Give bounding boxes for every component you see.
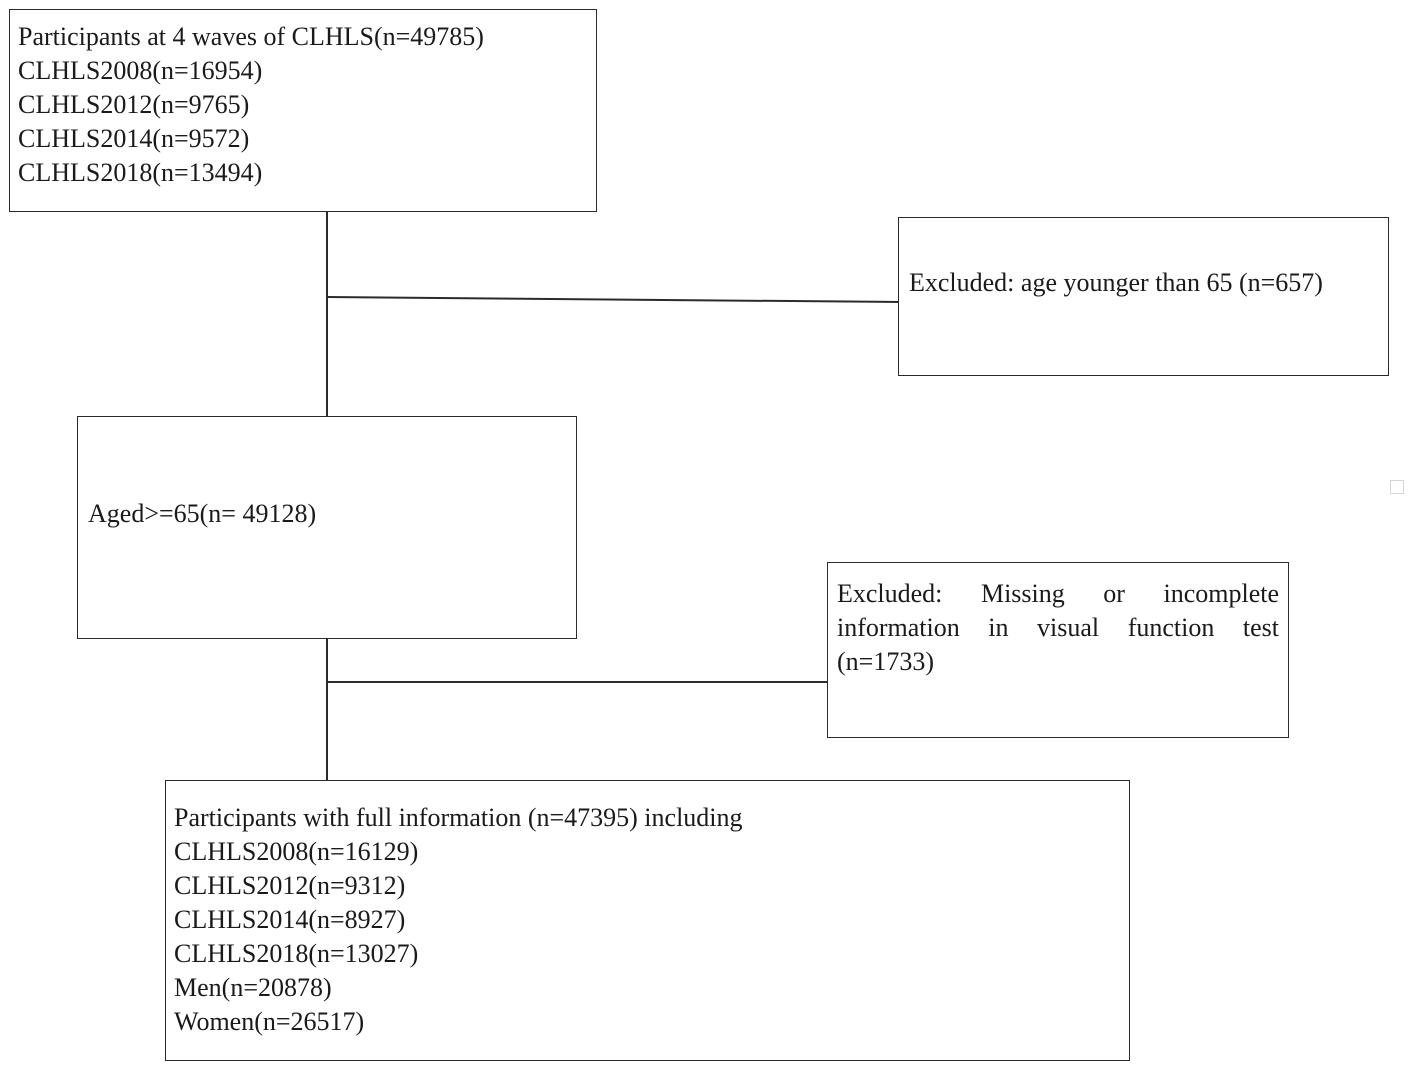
final-box-wave-2018: CLHLS2018(n=13027) [174, 939, 419, 968]
exclusion-age-box: Excluded: age younger than 65 (n=657) [898, 217, 1389, 376]
start-box-wave-2014: CLHLS2014(n=9572) [18, 124, 250, 153]
aged-box: Aged>=65(n= 49128) [77, 416, 577, 639]
start-box-wave-2018: CLHLS2018(n=13494) [18, 158, 263, 187]
final-box-men: Men(n=20878) [174, 973, 332, 1002]
final-box-wave-2008: CLHLS2008(n=16129) [174, 837, 419, 866]
faint-marker-square [1390, 480, 1404, 494]
final-box: Participants with full information (n=47… [165, 780, 1130, 1061]
start-box-wave-2012: CLHLS2012(n=9765) [18, 90, 250, 119]
start-box-wave-2008: CLHLS2008(n=16954) [18, 56, 263, 85]
final-box-wave-2014: CLHLS2014(n=8927) [174, 905, 406, 934]
start-box: Participants at 4 waves of CLHLS(n=49785… [9, 9, 597, 212]
exclusion-vision-box: Excluded: Missing or incomplete informat… [827, 562, 1289, 738]
connector-to-exclusion-age [326, 296, 899, 303]
exclusion-age-text: Excluded: age younger than 65 (n=657) [909, 268, 1323, 297]
final-box-wave-2012: CLHLS2012(n=9312) [174, 871, 406, 900]
final-box-women: Women(n=26517) [174, 1007, 365, 1036]
final-box-title: Participants with full information (n=47… [174, 803, 743, 832]
aged-box-text: Aged>=65(n= 49128) [88, 499, 317, 528]
exclusion-vision-text: Excluded: Missing or incomplete informat… [837, 579, 1279, 642]
start-box-title: Participants at 4 waves of CLHLS(n=49785… [18, 22, 484, 51]
exclusion-vision-count: (n=1733) [837, 647, 934, 676]
